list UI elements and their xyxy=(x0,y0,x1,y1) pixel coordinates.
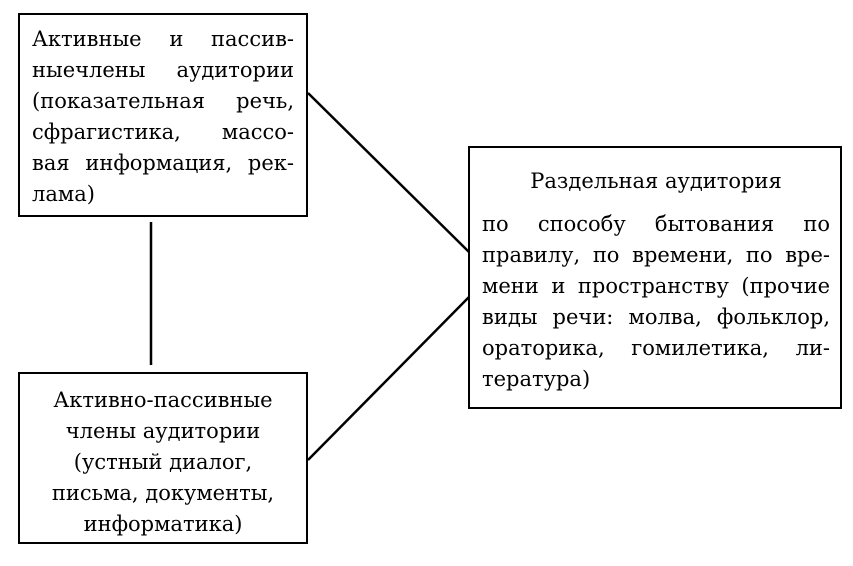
box-line: лама) xyxy=(32,182,95,206)
box-active-passive-members: Активно-пассивные члены аудитории (устны… xyxy=(18,372,308,544)
box-line: сфрагистика, массо- xyxy=(32,120,294,144)
box-line: Активные и пассив- xyxy=(32,27,294,51)
box-line: ныечлены аудитории xyxy=(32,58,294,82)
connector-top-left-to-right xyxy=(307,92,471,254)
box-line: письма, документы, xyxy=(51,481,275,505)
box-line: виды речи: молва, фольклор, xyxy=(482,305,830,329)
box-separated-audience: Раздельная аудитория по способу бытовани… xyxy=(468,146,842,409)
box-line: (устный диалог, xyxy=(73,450,253,474)
box-line: Активно-пассивные xyxy=(53,388,273,412)
box-title: Раздельная аудитория xyxy=(530,169,782,193)
box-line: вая информация, рек- xyxy=(32,151,294,175)
box-line: ораторика, гомилетика, ли- xyxy=(482,336,830,360)
box-line: члены аудитории xyxy=(65,419,261,443)
box-line: (показательная речь, xyxy=(32,89,294,113)
box-line: тература) xyxy=(482,367,591,391)
box-line: правилу, по времени, по вре- xyxy=(482,243,830,267)
connector-bottom-left-to-right xyxy=(307,295,471,461)
box-line: по способу бытования по xyxy=(482,212,830,236)
box-line: информатика) xyxy=(83,512,243,536)
box-line: мени и пространству (прочие xyxy=(482,274,830,298)
box-active-passive-audience: Активные и пассив- ныечлены аудитории (п… xyxy=(18,13,308,217)
